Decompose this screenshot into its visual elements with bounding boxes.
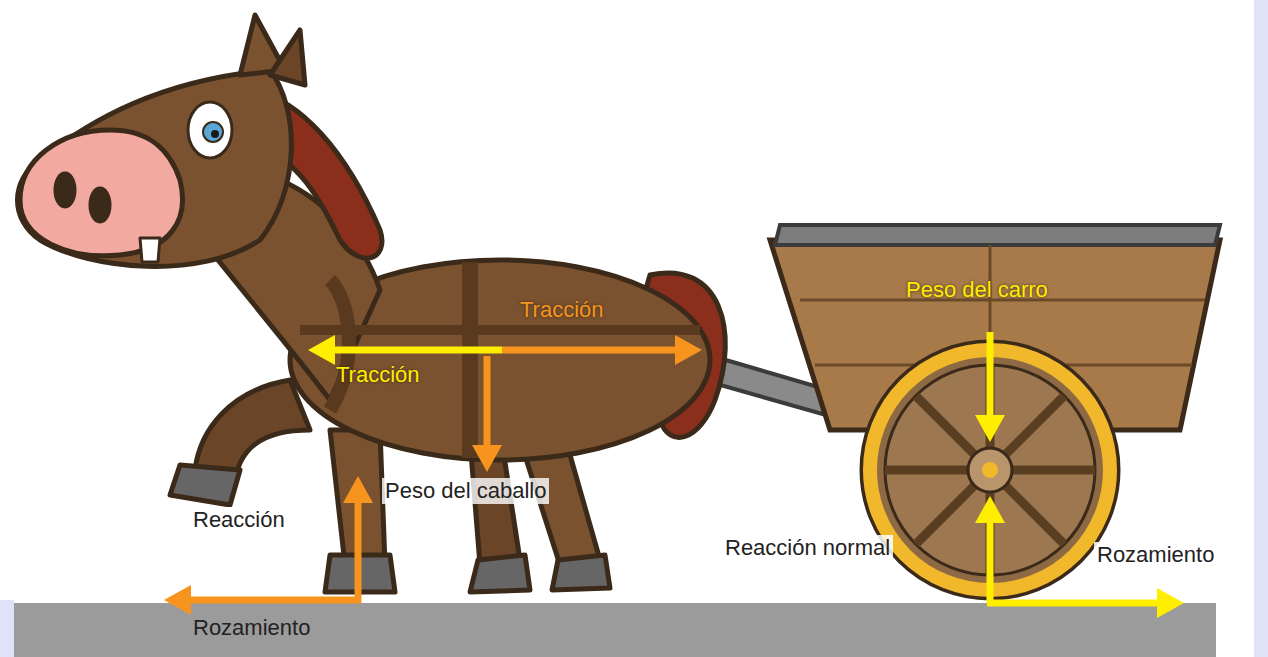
force-label: Reacción normal [722,535,893,561]
force-label: Peso del caballo [382,478,549,504]
side-strip [0,600,14,657]
force-label: Peso del carro [903,277,1051,303]
ground [14,603,1216,657]
cart-rim [775,225,1220,245]
force-label: Reacción [190,507,288,533]
force-label: Tracción [517,297,607,323]
side-strip [1254,0,1268,657]
force-arrows [164,332,1184,618]
force-label: Rozamiento [1094,542,1217,568]
force-label: Rozamiento [190,615,313,641]
horse-figure [18,15,726,592]
force-label: Tracción [333,362,423,388]
